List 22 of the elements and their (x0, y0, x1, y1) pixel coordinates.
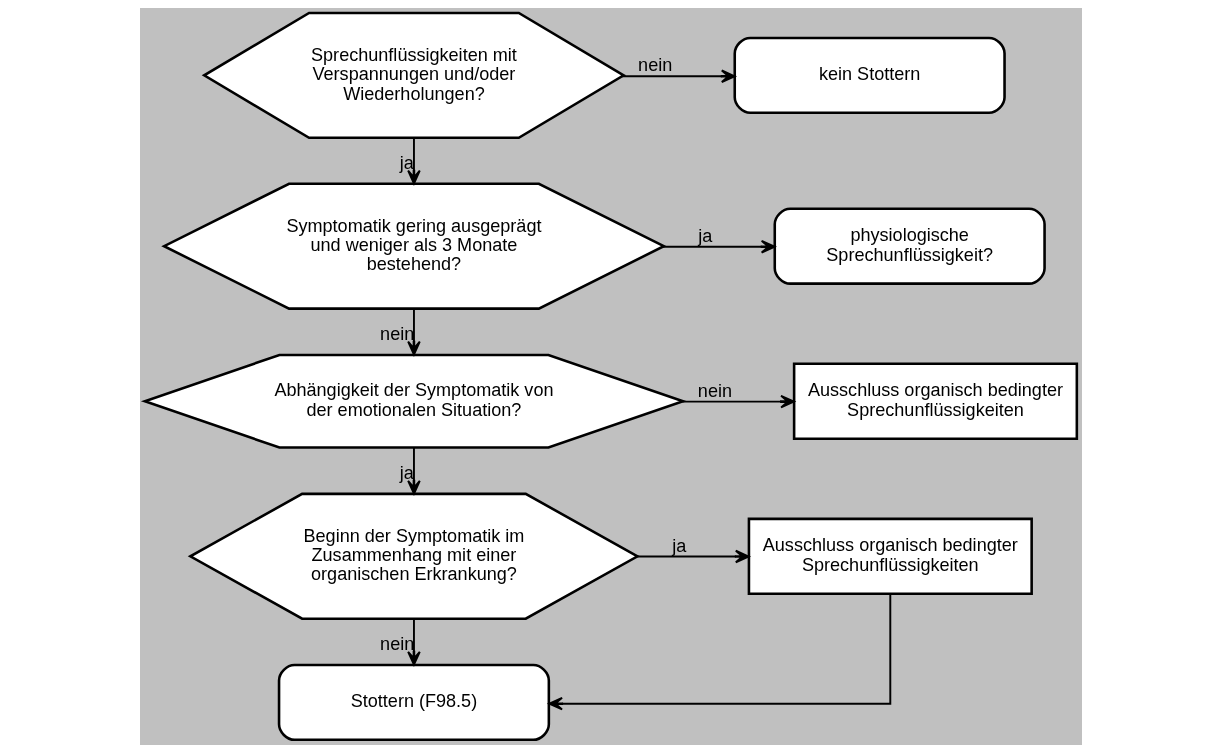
edge-label: nein (379, 633, 414, 654)
arrow (406, 307, 421, 356)
edge-label: ja (697, 225, 712, 246)
edge-label: nein (637, 55, 672, 76)
node-box: Ausschluss organisch bedingter Sprechunflüssigkeiten (747, 517, 1033, 595)
edge-label: nein (697, 380, 732, 401)
edge-label: ja (399, 152, 414, 173)
arrow (620, 69, 736, 84)
arrow (680, 394, 795, 409)
arrow (406, 446, 421, 495)
edge-label: ja (399, 462, 414, 483)
node-box: physiologische Sprechunflüssigkeit? (772, 207, 1046, 285)
arrow (406, 617, 421, 666)
node-box: Ausschluss organisch bedingter Sprechunflüssigkeiten (792, 362, 1078, 440)
arrow (635, 549, 750, 564)
edge-label: ja (671, 535, 686, 556)
arrow (406, 137, 421, 185)
edge-label: nein (379, 323, 414, 344)
node-box: Stottern (F98.5) (277, 663, 550, 742)
arrow (547, 592, 891, 711)
arrow (661, 239, 775, 254)
node-box: kein Stottern (732, 36, 1006, 115)
